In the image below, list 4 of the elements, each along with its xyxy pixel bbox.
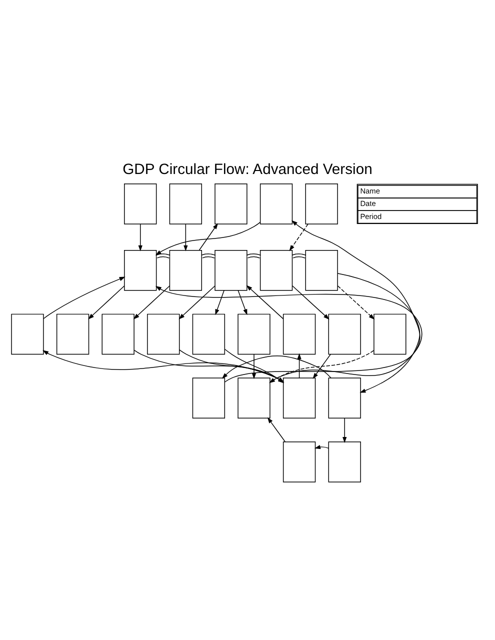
label: Date xyxy=(360,198,376,208)
label: Name xyxy=(360,186,380,196)
diagram-title: GDP Circular Flow: Advanced Version xyxy=(122,161,372,178)
label: Period xyxy=(360,211,382,220)
